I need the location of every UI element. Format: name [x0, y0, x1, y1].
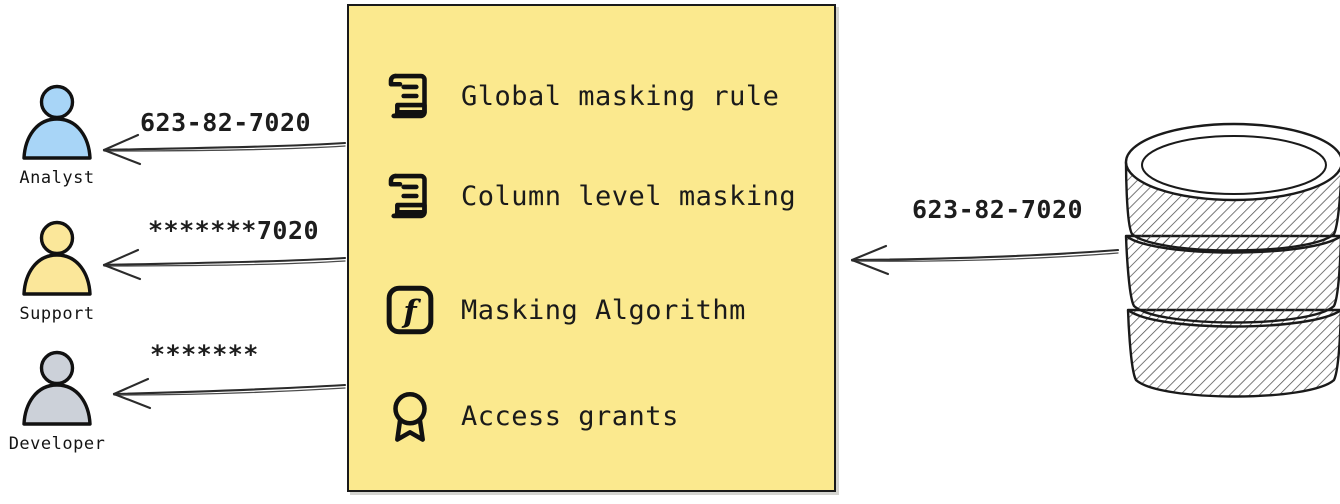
actor-label: Developer: [8, 434, 106, 454]
panel-item-column-level-masking[interactable]: Column level masking: [381, 164, 796, 228]
scroll-icon: [388, 173, 427, 219]
actor-support[interactable]: Support: [2, 218, 112, 324]
person-icon: [22, 220, 92, 296]
scroll-icon: [388, 73, 427, 119]
flow-label-analyst: 623-82-7020: [140, 108, 312, 137]
flow-label-source: 623-82-7020: [912, 195, 1084, 224]
database-icon: [1124, 122, 1340, 398]
panel-item-label: Masking Algorithm: [461, 294, 746, 326]
panel-item-label: Column level masking: [461, 180, 797, 212]
panel-item-label: Access grants: [461, 400, 679, 432]
actor-developer[interactable]: Developer: [2, 348, 112, 454]
actor-label: Analyst: [19, 168, 95, 188]
actor-label: Support: [19, 304, 95, 324]
panel-item-access-grants[interactable]: Access grants: [381, 384, 679, 448]
masking-policy-panel: Global masking rule Column level masking…: [347, 4, 836, 492]
flow-label-developer: *******: [150, 340, 259, 369]
panel-item-masking-algorithm[interactable]: f Masking Algorithm: [381, 278, 746, 342]
person-icon: [22, 350, 92, 426]
panel-item-label: Global masking rule: [461, 80, 780, 112]
panel-item-global-masking-rule[interactable]: Global masking rule: [381, 64, 779, 128]
person-icon: [22, 84, 92, 160]
svg-text:f: f: [401, 294, 421, 330]
function-icon: f: [386, 285, 434, 335]
flow-label-support: *******7020: [148, 216, 320, 245]
award-icon: [393, 391, 427, 442]
actor-analyst[interactable]: Analyst: [2, 82, 112, 188]
